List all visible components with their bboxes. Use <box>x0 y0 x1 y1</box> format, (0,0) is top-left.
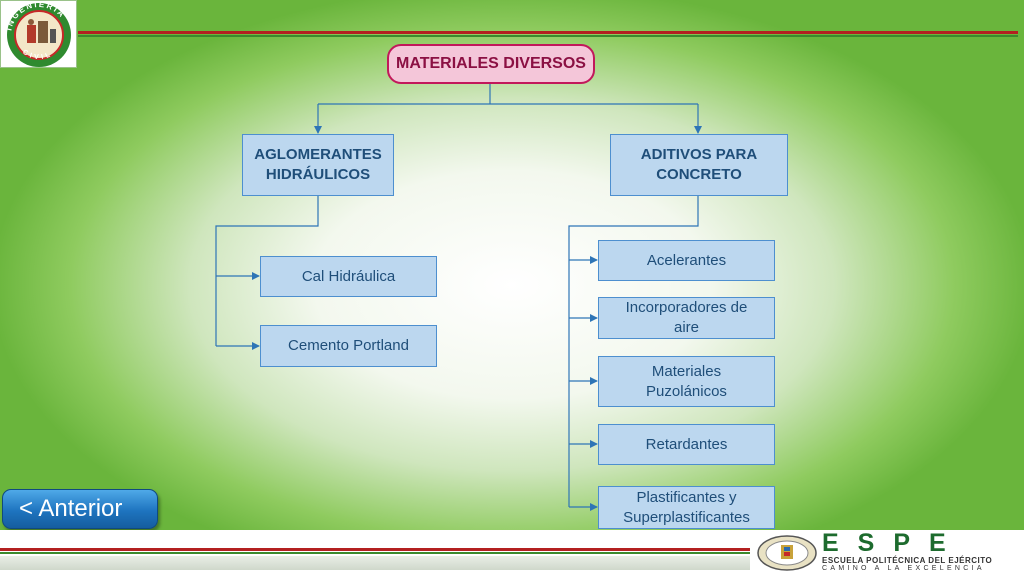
footer-grey-band <box>0 556 750 570</box>
branch-title-line: HIDRÁULICOS <box>265 166 371 183</box>
branch-aglomerantes: AGLOMERANTES HIDRÁULICOS <box>242 134 394 196</box>
diagram-connectors <box>215 84 702 511</box>
espe-brand: ESPE <box>822 529 965 557</box>
leaf-label: Superplastificantes <box>623 508 750 526</box>
leaf-label: Retardantes <box>645 435 728 453</box>
header-green-line <box>78 35 1018 37</box>
leaf-label: Acelerantes <box>646 251 727 269</box>
leaf-cal-hidraulica: Cal Hidráulica <box>260 256 437 297</box>
leaf-plastificantes: Plastificantes y Superplastificantes <box>598 486 775 529</box>
anterior-button[interactable]: < Anterior <box>2 489 158 529</box>
espe-subtitle: ESCUELA POLITÉCNICA DEL EJÉRCITO <box>822 556 993 565</box>
leaf-acelerantes: Acelerantes <box>598 240 775 281</box>
leaf-label: Cemento Portland <box>288 337 409 354</box>
header-red-line <box>78 31 1018 34</box>
branch-title-line: AGLOMERANTES <box>254 146 382 163</box>
footer-green-line <box>0 552 750 554</box>
slide-background <box>0 0 1024 530</box>
logo-emblem-icon: INGENIERIA CIVIL <box>4 0 71 67</box>
espe-motto: CAMINO A LA EXCELENCIA <box>822 565 985 572</box>
leaf-label: Incorporadores de <box>625 299 748 316</box>
branch-aditivos: ADITIVOS PARA CONCRETO <box>610 134 788 196</box>
root-node: MATERIALES DIVERSOS <box>387 44 595 84</box>
leaf-retardantes: Retardantes <box>598 424 775 465</box>
root-label: MATERIALES DIVERSOS <box>396 55 586 72</box>
leaf-label: aire <box>673 319 699 336</box>
espe-seal-icon <box>757 535 817 571</box>
anterior-button-label: < Anterior <box>19 495 123 522</box>
leaf-label: Puzolánicos <box>646 382 727 400</box>
footer-red-line <box>0 548 750 551</box>
leaf-incorporadores-de-aire: Incorporadores de aire <box>598 297 775 339</box>
branch-title-line: ADITIVOS PARA <box>640 146 758 163</box>
ingenieria-civil-logo: INGENIERIA CIVIL <box>0 0 77 68</box>
branch-title-line: CONCRETO <box>656 166 742 183</box>
leaf-materiales-puzolanicos: Materiales Puzolánicos <box>598 356 775 407</box>
leaf-label: Cal Hidráulica <box>301 267 396 285</box>
leaf-label: Materiales <box>651 362 722 380</box>
leaf-label: Plastificantes y <box>636 488 737 506</box>
leaf-cemento-portland: Cemento Portland <box>260 325 437 367</box>
